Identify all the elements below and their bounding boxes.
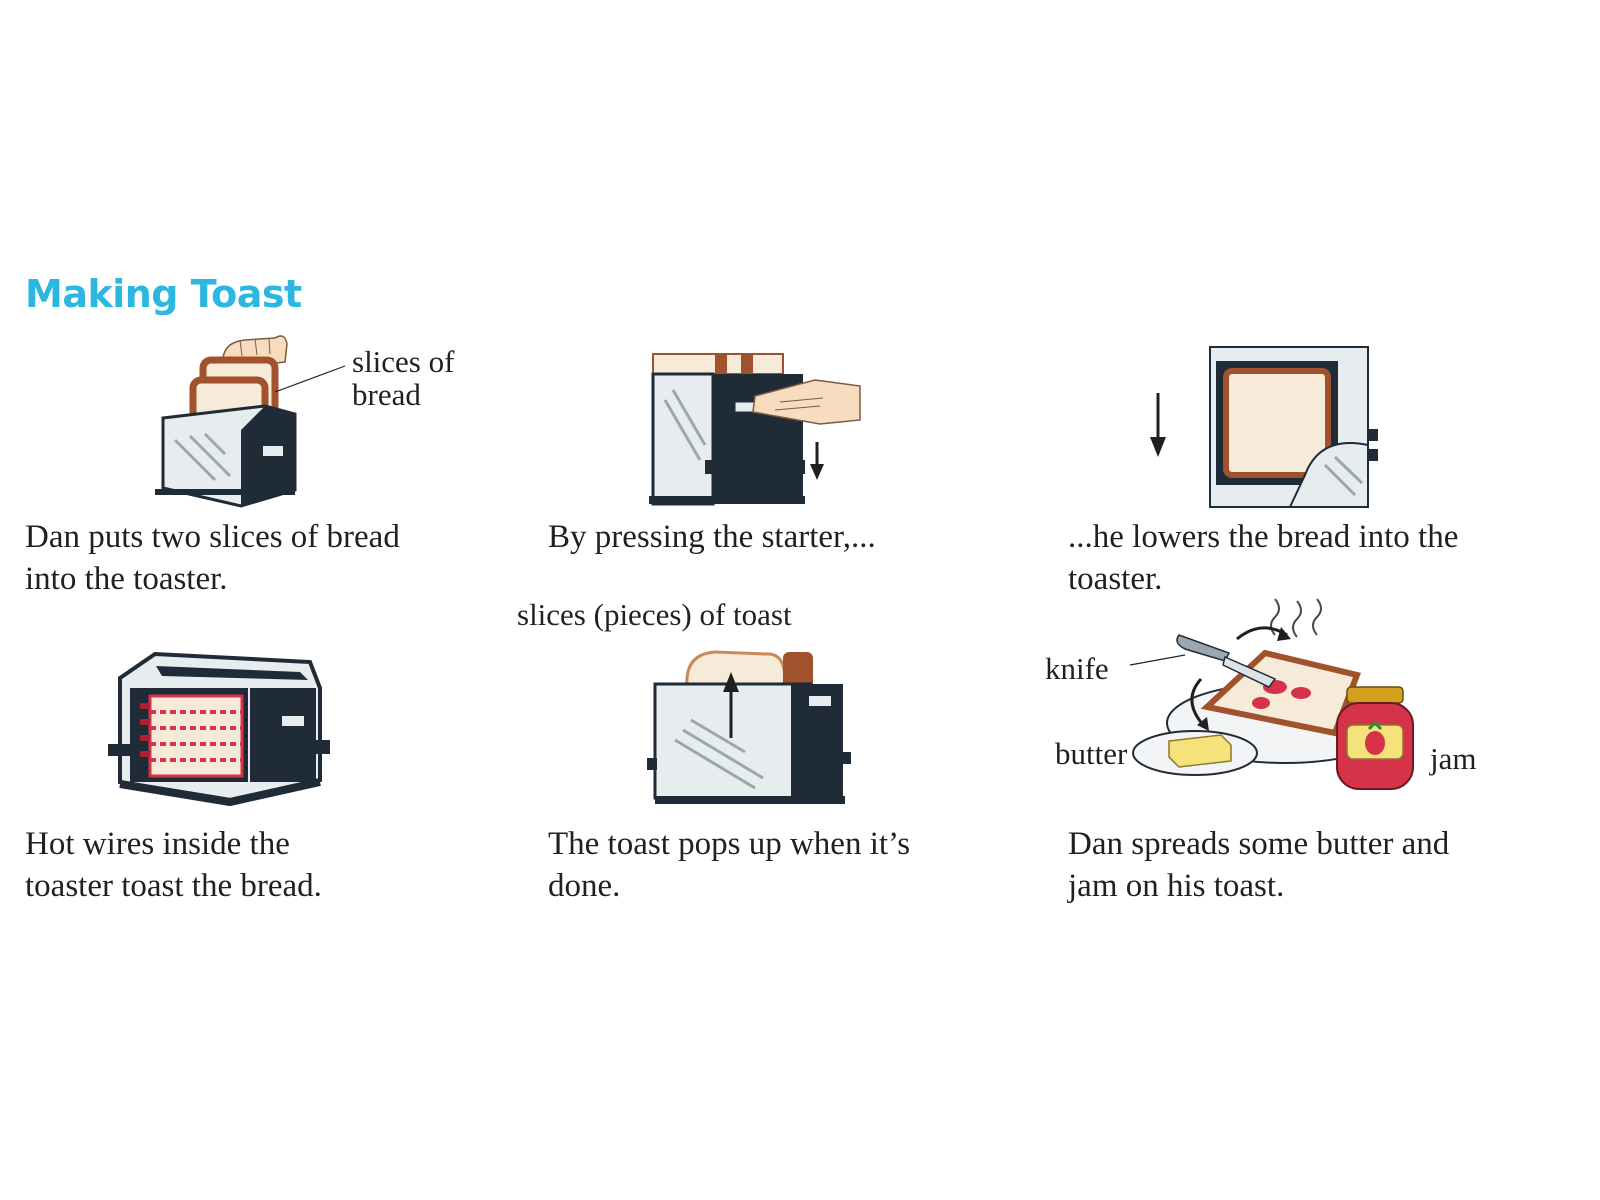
hot-wires-illustration [108,651,330,807]
toaster-insert-bread-illustration [155,335,346,508]
hand-icon [752,379,861,425]
knife-icon [1176,634,1277,688]
caption-line: The toast pops up when it’s [548,826,911,862]
arrow-up-icon [723,672,739,738]
jam-jar-icon [1336,686,1414,790]
caption-line: ...he lowers the bread into the [1068,519,1459,555]
label-slices-of-toast: slices (pieces) of toast [517,597,792,632]
bread-lowered-illustration [1150,346,1378,508]
step-4-caption: Hot wires inside the toaster toast the b… [25,823,322,907]
label-leader-line [1129,654,1186,666]
label-knife: knife [1045,651,1109,686]
toaster-icon [647,682,851,804]
step-5-caption: The toast pops up when it’s done. [548,823,910,907]
step-3-caption: ...he lowers the bread into the toaster. [1068,516,1458,600]
caption-line: jam on his toast. [1068,868,1285,904]
hot-wires [148,694,244,778]
label-butter: butter [1055,736,1128,771]
caption-line: Dan puts two slices of bread [25,519,400,555]
spreading-illustration [1129,598,1414,790]
label-leader-line [274,365,346,393]
toast-popping-up-illustration [647,650,851,804]
caption-line: By pressing the starter,... [548,519,876,555]
toaster-icon [108,651,330,807]
step-1-caption: Dan puts two slices of bread into the to… [25,516,400,600]
bread-slice-icon [1223,368,1331,478]
butter-dish-icon [1132,730,1258,776]
toaster-icon [649,372,805,506]
caption-line: toaster toast the bread. [25,868,322,904]
toaster-icon [1209,346,1378,508]
step-2-caption: By pressing the starter,... [548,516,876,558]
label-jam: jam [1430,741,1477,776]
press-starter-illustration [649,353,861,506]
toaster-icon [155,404,297,508]
page-title: Making Toast [25,272,302,316]
arrow-down-icon [1150,393,1166,457]
label-line: slices of [352,344,455,379]
caption-line: toaster. [1068,561,1163,597]
step-6-caption: Dan spreads some butter and jam on his t… [1068,823,1449,907]
label-slices-of-bread: slices of bread [352,345,454,411]
caption-line: Dan spreads some butter and [1068,826,1450,862]
caption-line: Hot wires inside the [25,826,290,862]
label-line: bread [352,377,421,412]
caption-line: into the toaster. [25,561,228,597]
caption-line: done. [548,868,621,904]
arrow-down-icon [810,442,824,480]
curved-arrow-icon [1190,626,1291,731]
